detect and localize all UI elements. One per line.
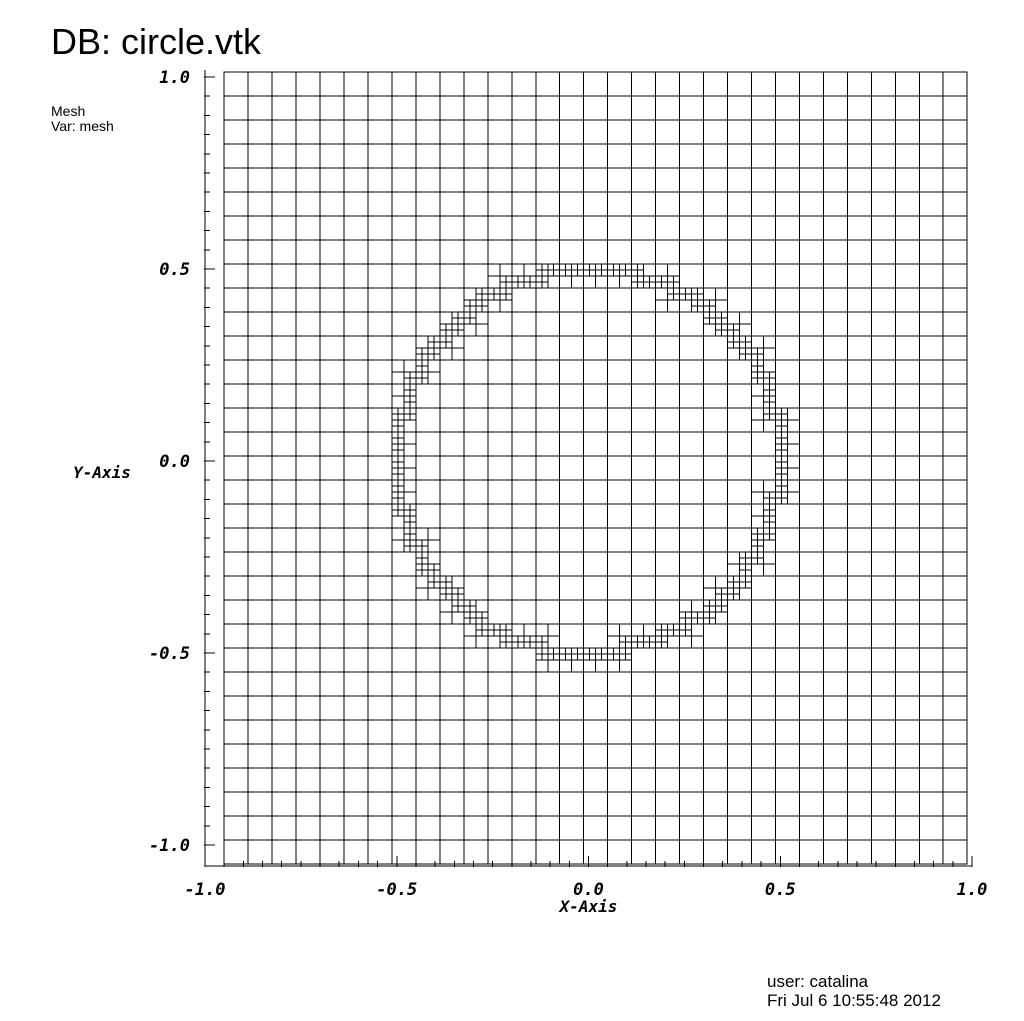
mesh-grid [223,71,968,865]
x-tick-label: -0.5 [376,880,417,900]
user-label: user: catalina [767,972,869,991]
plot-info: Mesh Var: mesh [51,104,114,134]
x-tick-label: 1.0 [957,880,988,900]
y-tick-label: 0.5 [159,260,190,280]
axis-labels: -1.0 -0.5 0.0 0.5 1.0 1.0 0.5 0.0 -0.5 -1.0X-Axis… [73,68,987,916]
db-title: DB: circle.vtk [51,21,262,62]
y-tick-label: -0.5 [149,644,190,664]
y-axis-title: Y-Axis [73,463,131,482]
x-tick-label: 0.0 [573,880,604,900]
x-tick-label: 0.5 [765,880,796,900]
y-tick-label: 0.0 [159,452,190,472]
plot-type-label: Mesh [51,103,86,119]
mesh-cells [223,71,968,865]
y-tick-label: 1.0 [159,68,190,88]
timestamp-label: Fri Jul 6 10:55:48 2012 [767,991,941,1010]
footer-info: user: catalina Fri Jul 6 10:55:48 2012 [767,972,941,1010]
x-axis-title: X-Axis [558,897,618,916]
y-tick-label: -1.0 [149,836,190,856]
x-tick-label: -1.0 [185,880,226,900]
plot-axes [204,70,973,867]
variable-label: Var: mesh [51,118,114,134]
